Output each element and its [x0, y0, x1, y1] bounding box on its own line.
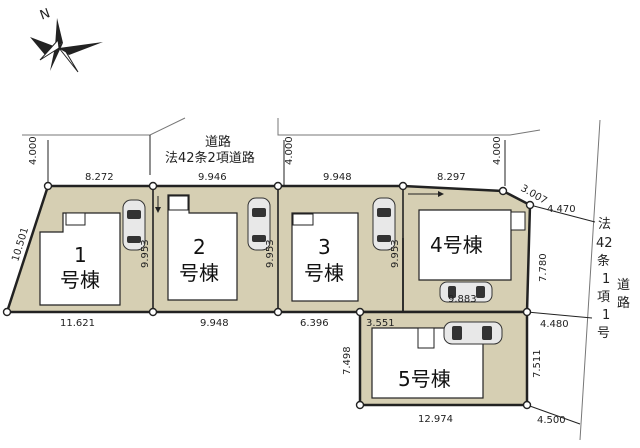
road-edges: [22, 117, 601, 441]
house-2-label: 号棟: [179, 261, 219, 285]
east-road-char: 1: [602, 308, 610, 323]
car-icon: [443, 321, 503, 345]
house-1: 1 号棟: [39, 212, 121, 306]
setback-1-label: 4.000: [28, 136, 39, 165]
setback-3-label: 4.000: [492, 136, 503, 165]
survey-points: [2, 181, 535, 410]
house-2: 2 号棟: [167, 194, 238, 301]
north-road-subtitle: 法42条2項道路: [165, 150, 255, 166]
east-road-char: 42: [596, 236, 613, 251]
east-road-label: 法 42 条 1 項 1 号 道 路: [596, 217, 630, 341]
house-4: 4号棟: [418, 209, 526, 281]
setback-2-label: 4.000: [284, 136, 295, 165]
bottom-1-label: 11.621: [60, 318, 95, 329]
east-road-char: 1: [602, 272, 610, 287]
east-road-char: 法: [598, 217, 611, 232]
car-icon: [439, 281, 493, 303]
lot5-right-label: 7.511: [532, 349, 543, 378]
east-road-char: 条: [597, 253, 610, 269]
house-1-label: 号棟: [60, 268, 100, 292]
north-road-title: 道路: [205, 134, 231, 150]
east-road-char: 道: [617, 278, 630, 293]
compass-rose-icon: N: [30, 6, 103, 73]
top-1-label: 8.272: [85, 172, 114, 183]
east-road-char: 項: [597, 290, 610, 305]
lot-boundaries: [152, 186, 527, 313]
lot4-width-label: 9.883: [448, 294, 477, 305]
east-mid-label: 4.480: [540, 319, 569, 330]
car-icon: [122, 199, 146, 251]
car-icon: [372, 197, 396, 251]
lot4-right-label: 7.780: [538, 253, 549, 282]
east-road-char: 号: [597, 326, 610, 341]
house-2-number: 2: [193, 235, 206, 259]
house-4-label: 4号棟: [430, 233, 483, 257]
east-road-char: 路: [617, 295, 630, 311]
setback-lines: [47, 140, 596, 425]
car-icon: [247, 197, 271, 251]
lot5-bottom-label: 12.974: [418, 414, 453, 425]
house-3: 3 号棟: [291, 212, 359, 302]
north-road-label: 道路 法42条2項道路: [165, 134, 255, 166]
depth-3-label: 9.953: [390, 239, 401, 268]
north-label: N: [38, 6, 52, 23]
house-1-number: 1: [74, 243, 87, 267]
house-3-label: 号棟: [304, 261, 344, 285]
east-bottom-label: 4.500: [537, 415, 566, 426]
top-3-label: 9.948: [323, 172, 352, 183]
bottom-2-label: 9.948: [200, 318, 229, 329]
house-3-number: 3: [318, 235, 331, 259]
bottom-3-label: 6.396: [300, 318, 329, 329]
top-4-label: 8.297: [437, 172, 466, 183]
depth-1-label: 9.953: [140, 239, 151, 268]
east-top-label: 4.470: [547, 204, 576, 215]
arrow-icon: [155, 191, 444, 213]
house-5-label: 5号棟: [398, 367, 451, 391]
dimension-labels: 4.000 4.000 4.000 8.272 9.946 9.948 8.29…: [10, 136, 575, 426]
top-2-label: 9.946: [198, 172, 227, 183]
lot5-left-label: 7.498: [342, 346, 353, 375]
depth-2-label: 9.953: [265, 239, 276, 268]
lot5-top-left-label: 3.551: [366, 318, 395, 329]
